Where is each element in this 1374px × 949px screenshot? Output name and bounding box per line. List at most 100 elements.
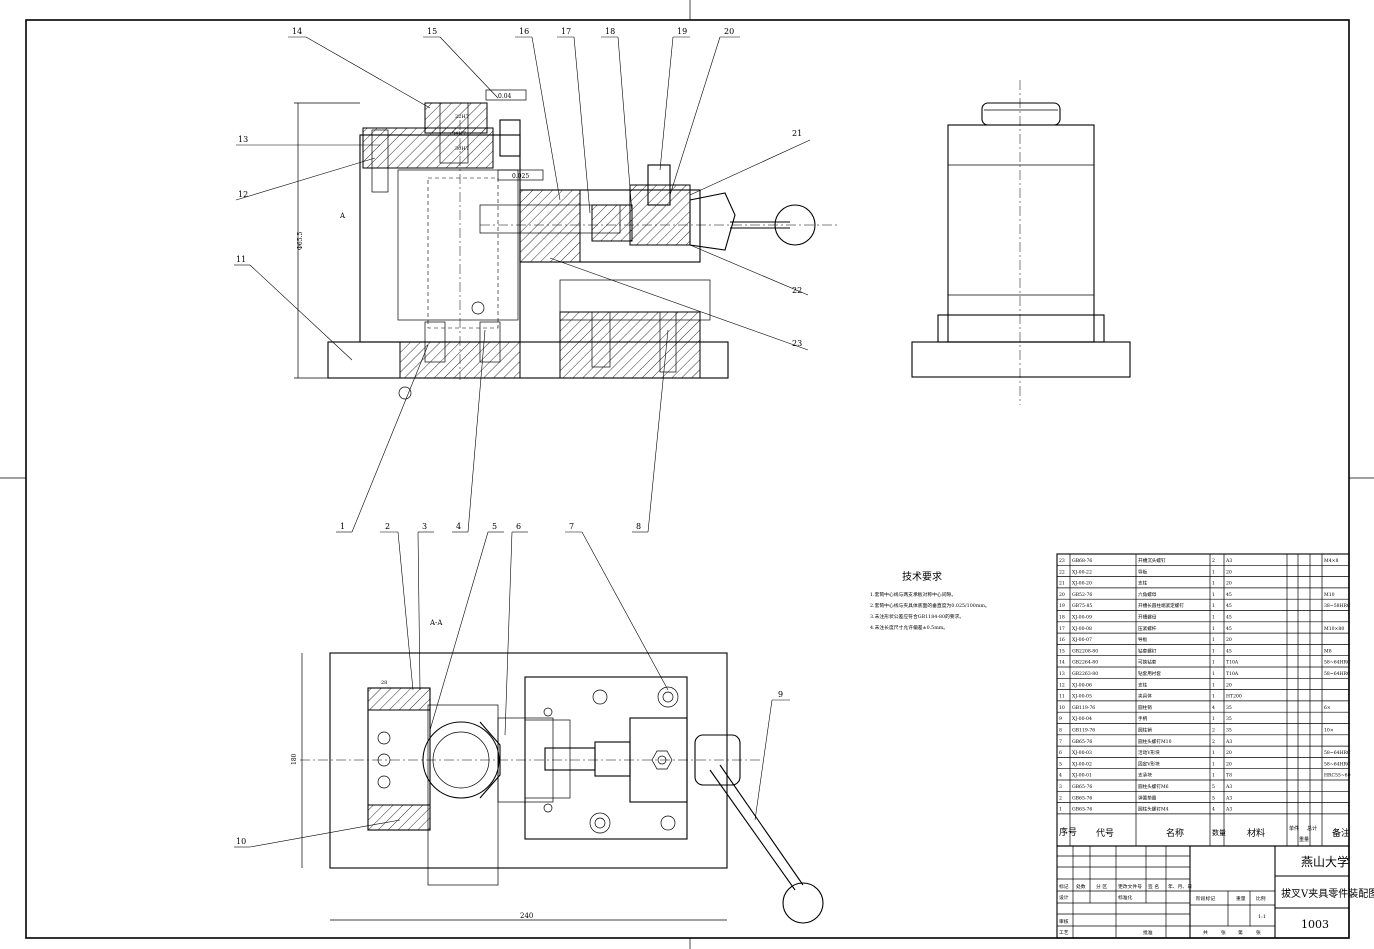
balloon-numbers: 1 2 3 4 5 6 7 8 9 10 11 12 13 14 15 16 1… <box>236 27 802 846</box>
bom-remark-4: HRC55~60 <box>1324 773 1351 779</box>
tb-review: 审核 <box>1059 918 1069 925</box>
bom-seq-13: 13 <box>1059 671 1065 677</box>
bom-seq-9: 9 <box>1059 716 1062 722</box>
bom-name-9: 手柄 <box>1138 715 1148 722</box>
balloon-8: 8 <box>636 522 641 531</box>
bom-mat-9: 35 <box>1226 716 1232 722</box>
bom-code-5: XJ-00-02 <box>1072 761 1092 767</box>
bom-code-22: XJ-00-22 <box>1072 569 1092 575</box>
balloon-17: 17 <box>561 27 571 36</box>
bom-mat-23: A3 <box>1225 558 1232 564</box>
bom-mat-11: HT200 <box>1226 694 1242 700</box>
bom-code-12: XJ-00-06 <box>1072 682 1092 688</box>
front-view: Φ65.5 0.04 0.025 22H7 34H7 30H7 A <box>294 89 840 400</box>
bom-seq-11: 11 <box>1059 694 1065 700</box>
bom-seq-22: 22 <box>1059 569 1065 575</box>
tb-process: 工艺 <box>1059 930 1069 936</box>
balloon-18: 18 <box>605 27 615 36</box>
bom-remark-6: 58~64HRC <box>1324 750 1351 756</box>
bom-code-9: XJ-00-04 <box>1072 716 1092 722</box>
fit-3: 30H7 <box>455 146 469 152</box>
tb-scale-value: 1:1 <box>1258 914 1266 920</box>
bom-name-10: 圆柱销 <box>1138 704 1152 711</box>
bom-remark-8: 10× <box>1324 728 1334 734</box>
section-view-aa: A-A 180 240 <box>291 619 824 924</box>
bom-remark-23: M4×8 <box>1324 558 1338 564</box>
dim-width-bottom: 240 <box>520 912 533 920</box>
bom-qty-6: 1 <box>1212 750 1215 756</box>
bom-name-22: 导板 <box>1138 568 1148 575</box>
tb-design: 设计 <box>1059 894 1069 901</box>
dim-clamp-width: 28 <box>381 680 387 686</box>
balloon-9: 9 <box>778 690 783 699</box>
bom-name-2: 弹簧垫圈 <box>1138 794 1157 801</box>
bom-name-15: 钻套螺钉 <box>1138 647 1157 654</box>
bom-header-material: 材料 <box>1247 827 1265 839</box>
tol-side: 0.025 <box>512 173 529 180</box>
tb-ratio: 比例 <box>1256 895 1266 902</box>
bom-qty-1: 4 <box>1212 807 1215 813</box>
bom-code-16: XJ-00-07 <box>1072 637 1092 643</box>
bom-name-20: 六角螺母 <box>1138 591 1157 598</box>
tb-sheet-no: 第 <box>1238 929 1243 936</box>
fit-2: 34H7 <box>452 131 466 137</box>
bom-code-10: GB119-76 <box>1072 705 1095 711</box>
bom-name-18: 开槽螺母 <box>1138 614 1157 621</box>
balloon-22: 22 <box>792 286 802 295</box>
tb-change-doc: 更改文件号 <box>1118 883 1142 890</box>
bom-qty-18: 1 <box>1212 615 1215 621</box>
bom-code-1: GB65-76 <box>1072 807 1092 813</box>
bom-mat-3: A3 <box>1225 784 1232 790</box>
bom-qty-21: 1 <box>1212 581 1215 587</box>
bom-qty-20: 1 <box>1212 592 1215 598</box>
tb-stage-mark: 阶段标记 <box>1196 895 1215 902</box>
tb-sheets-unit: 张 <box>1221 929 1226 936</box>
bom-code-4: XJ-00-01 <box>1072 773 1092 779</box>
bom-qty-8: 2 <box>1212 728 1215 734</box>
bom-mat-16: 20 <box>1226 637 1232 643</box>
bom-seq-10: 10 <box>1059 705 1065 711</box>
balloon-19: 19 <box>677 27 687 36</box>
bom-qty-3: 5 <box>1212 784 1215 790</box>
bom-header-unit-weight: 单件 <box>1289 825 1299 832</box>
bom-seq-23: 23 <box>1059 558 1065 564</box>
bom-name-16: 导板 <box>1138 636 1148 643</box>
bom-seq-16: 16 <box>1059 637 1065 643</box>
bom-qty-22: 1 <box>1212 569 1215 575</box>
tech-req-3: 3.未注形状公差应符合GB1184-80的要求。 <box>870 613 964 620</box>
bom-header-code: 代号 <box>1096 828 1114 839</box>
dim-height-bottom: 180 <box>291 753 298 765</box>
tech-req-1: 1.套筒中心线与两支承板对称中心间隙。 <box>870 591 956 598</box>
bom-name-7: 圆柱头螺钉M10 <box>1138 738 1172 745</box>
bom-code-15: GB2208-80 <box>1072 648 1098 654</box>
bom-name-12: 支柱 <box>1138 681 1148 688</box>
bom-mat-22: 20 <box>1226 569 1232 575</box>
bom-remark-14: 58~64HRC <box>1324 660 1351 666</box>
balloon-4: 4 <box>456 522 461 531</box>
bom-seq-2: 2 <box>1059 795 1062 801</box>
bom-seq-3: 3 <box>1059 784 1062 790</box>
tb-sheets-total: 共 <box>1203 929 1208 936</box>
bom-qty-15: 1 <box>1212 648 1215 654</box>
bom-header-remark: 备注 <box>1332 827 1350 839</box>
bom-mat-2: A3 <box>1225 795 1232 801</box>
balloon-13: 13 <box>238 135 248 144</box>
bom-seq-17: 17 <box>1059 626 1065 632</box>
bom-seq-20: 20 <box>1059 592 1065 598</box>
bom-mat-4: T8 <box>1226 773 1232 779</box>
balloon-21: 21 <box>792 129 802 138</box>
balloon-6: 6 <box>516 522 521 531</box>
bom-qty-23: 2 <box>1212 558 1215 564</box>
bom-code-23: GB68-76 <box>1072 558 1092 564</box>
bom-mat-21: 20 <box>1226 581 1232 587</box>
tb-weight: 重量 <box>1236 895 1246 902</box>
bom-code-7: GB65-76 <box>1072 739 1092 745</box>
balloon-3: 3 <box>422 522 427 531</box>
bom-code-19: GB75-85 <box>1072 603 1092 609</box>
balloon-12: 12 <box>238 190 248 199</box>
bom-name-5: 固定V形块 <box>1138 760 1160 767</box>
tech-requirements-heading: 技术要求 <box>902 570 942 583</box>
bom-header-name: 名称 <box>1166 827 1184 839</box>
balloon-leaders <box>234 36 811 848</box>
